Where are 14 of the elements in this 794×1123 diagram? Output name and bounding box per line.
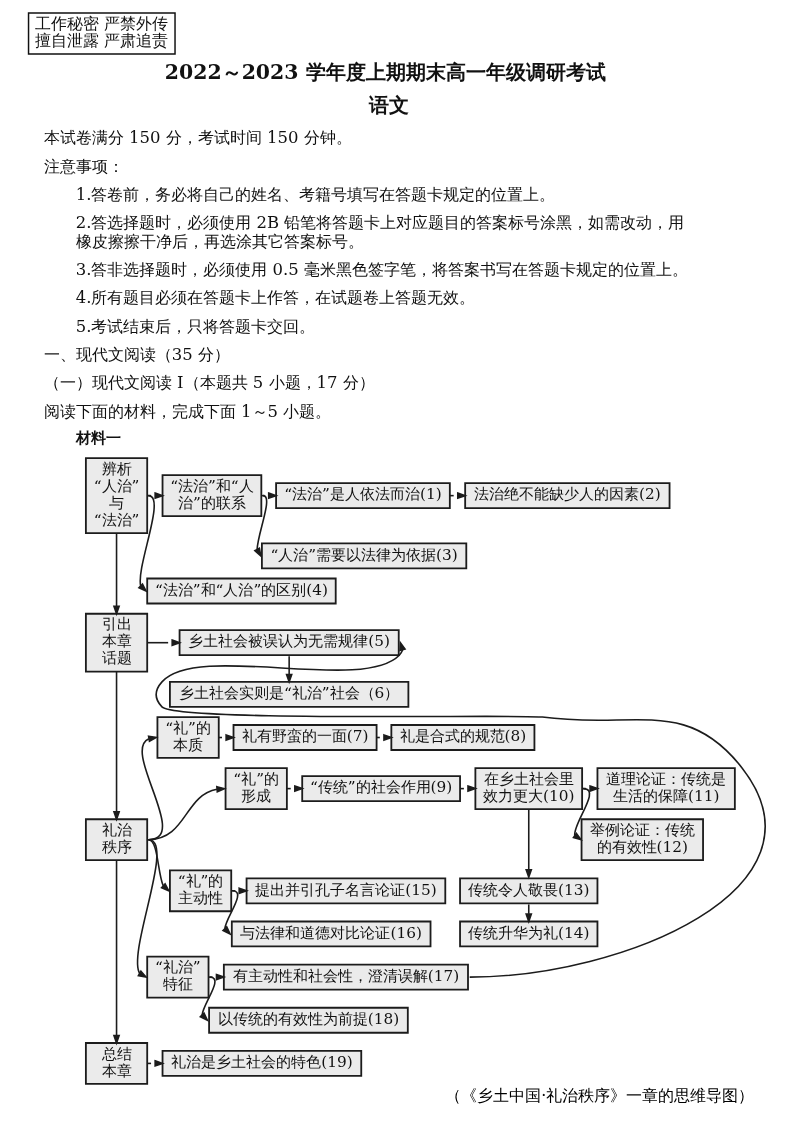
diagram-title: 2022～2023 学年度上期期末高一年级调研考试 [164, 60, 606, 85]
label: 2.答选择题时，必须使用 2B 铅笔将答题卡上对应题目的答案标号涂黑，如需改动，用橡皮擦擦干净后，再选涂其它答案标号。 [75, 213, 685, 251]
label: 4.所有题目必须在答题卡上作答，在试题卷上答题无效。 [75, 288, 476, 308]
label: 一、现代文阅读（35 分） [43, 345, 231, 365]
label: 阅读下面的材料，完成下面 1～5 小题。 [43, 401, 332, 421]
label: 本试卷满分 150 分，考试时间 150 分钟。 [43, 128, 352, 148]
label: 注意事项： [43, 156, 124, 176]
label: 1.答卷前，务必将自己的姓名、考籍号填写在答题卡规定的位置上。 [75, 184, 556, 204]
caption: （《乡土中国·礼治秩序》一章的思维导图） [445, 1086, 755, 1106]
label: 3.答非选择题时，必须使用 0.5 毫米黑色签字笔，将答案书写在答题卡规定的位置上。 [75, 259, 688, 279]
label: 5.考试结束后，只将答题卡交回。 [75, 316, 316, 336]
label: 材料一 [75, 428, 121, 446]
label: 语文 [369, 93, 410, 118]
label: （一）现代文阅读 I（本题共 5 小题，17 分） [43, 373, 375, 393]
